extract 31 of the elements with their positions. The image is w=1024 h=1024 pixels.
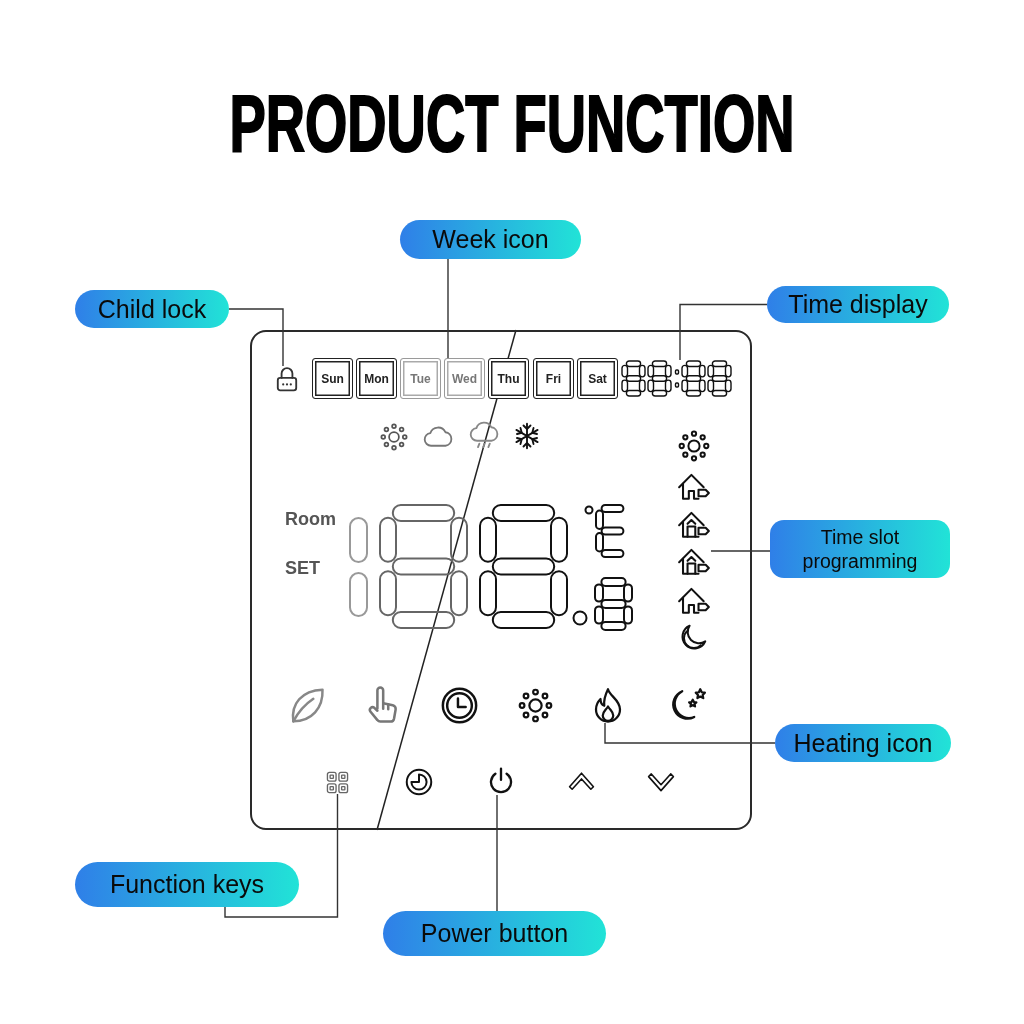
weekday-indicator: Tue — [400, 358, 441, 399]
thermostat-panel — [250, 330, 752, 830]
weekday-indicator: Wed — [444, 358, 485, 399]
callout-label: Function keys — [75, 862, 299, 907]
callout-label: Heating icon — [775, 724, 951, 762]
padlock-icon — [276, 366, 298, 392]
callout-label: Time display — [767, 286, 949, 323]
indicator-label: SET — [285, 559, 320, 577]
weekday-indicator: Thu — [488, 358, 529, 399]
callout-label: Power button — [383, 911, 606, 956]
leader-line — [447, 258, 449, 359]
power-icon — [487, 767, 515, 795]
callout-label: Week icon — [400, 220, 581, 259]
flame-icon — [593, 687, 623, 723]
leader-line — [228, 308, 284, 367]
callout-label: Time slot programming — [770, 520, 950, 578]
weekday-indicator: Fri — [533, 358, 574, 399]
weekday-indicator: Sun — [312, 358, 353, 399]
time-digits-display — [621, 360, 733, 397]
house-door-icon — [677, 546, 711, 577]
indicator-label: Room — [285, 510, 336, 528]
title: PRODUCT FUNCTION — [229, 84, 795, 164]
leader-line — [224, 793, 339, 918]
grid-icon — [326, 771, 349, 794]
leader-line — [679, 303, 768, 361]
leader-line — [604, 722, 776, 744]
leader-line — [710, 550, 771, 552]
callout-label: Child lock — [75, 290, 229, 328]
leader-line — [496, 794, 498, 912]
weekday-indicator: Sat — [577, 358, 618, 399]
weekday-indicator: Mon — [356, 358, 397, 399]
